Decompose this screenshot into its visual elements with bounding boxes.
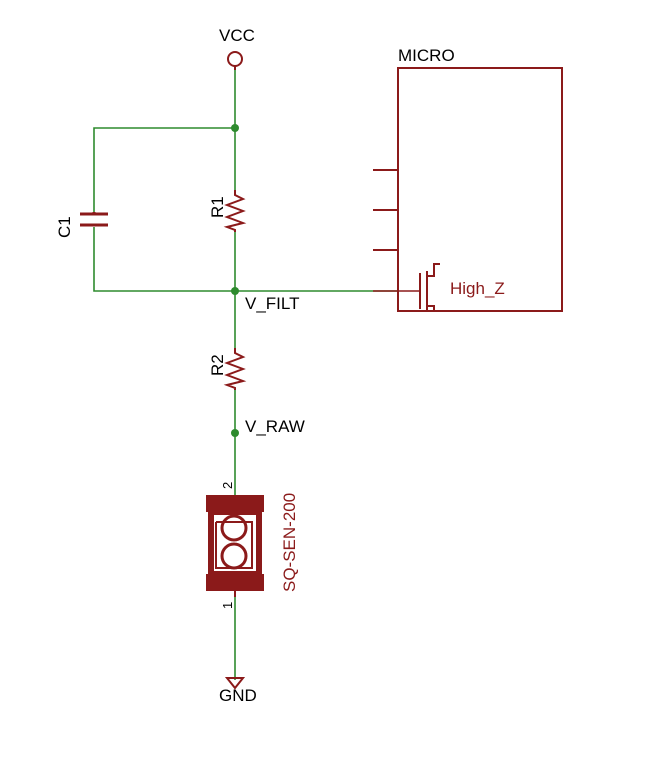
sensor-outline	[215, 521, 253, 569]
junctions	[231, 124, 239, 437]
v-filt-label: V_FILT	[245, 294, 299, 313]
wires	[93, 66, 398, 680]
sensor-label: SQ-SEN-200	[280, 493, 299, 592]
r1-label: R1	[208, 196, 227, 218]
wire-c1-top	[93, 127, 235, 212]
vcc-label: VCC	[219, 26, 255, 45]
wire-c1-bottom	[93, 227, 235, 292]
sensor-pin-1-label: 1	[220, 602, 235, 609]
r2-label: R2	[208, 354, 227, 376]
gnd-label: GND	[219, 686, 257, 705]
vcc-symbol	[227, 51, 243, 70]
micro-block	[373, 67, 563, 312]
resistor-r2	[223, 348, 247, 390]
gnd-symbol	[224, 677, 246, 690]
c1-label: C1	[55, 216, 74, 238]
sensor-pin-2-label: 2	[220, 482, 235, 489]
micro-label: MICRO	[398, 46, 455, 65]
micro-body	[397, 67, 563, 312]
junction-dot-vfilt	[231, 287, 239, 295]
junction-dot-vraw	[231, 429, 239, 437]
junction-dot-top	[231, 124, 239, 132]
sensor-top-cap	[206, 495, 264, 512]
sensor-bottom-cap	[206, 574, 264, 591]
resistor-r1	[223, 190, 247, 232]
high-z-label: High_Z	[450, 279, 505, 298]
fet-gate-symbol	[419, 263, 440, 311]
sensor-sq-sen-200	[206, 495, 264, 597]
v-raw-label: V_RAW	[245, 417, 305, 436]
capacitor-c1	[80, 212, 108, 227]
sensor-ring-top	[220, 514, 248, 542]
